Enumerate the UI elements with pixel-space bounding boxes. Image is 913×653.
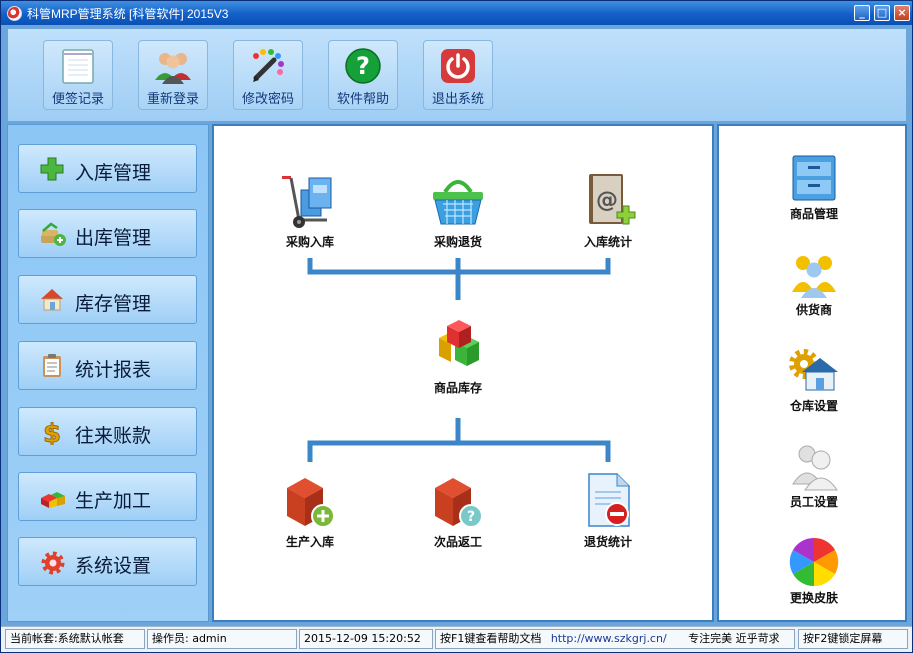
dollar-icon: $ [43, 419, 62, 445]
employee-icon [792, 445, 838, 491]
in-stats-label: 入库统计 [583, 235, 632, 249]
status-help: 按F1键查看帮助文档 http://www.szkgrj.cn/ 专注完美 近乎… [435, 629, 795, 649]
status-help-hint: 按F1键查看帮助文档 [440, 632, 542, 645]
nav-inventory[interactable]: 库存管理 [18, 275, 197, 324]
right-skin-item[interactable]: 更换皮肤 [759, 536, 869, 606]
status-bar: 当前帐套:系统默认帐套 操作员: admin 2015-12-09 15:20:… [1, 626, 912, 652]
right-warehouse-label: 仓库设置 [789, 399, 838, 413]
help-button[interactable]: ? 软件帮助 [328, 40, 398, 110]
defect-return-item[interactable]: ? 次品返工 [413, 470, 503, 550]
right-supplier-label: 供货商 [795, 303, 832, 317]
plus-icon [40, 157, 64, 181]
maximize-button[interactable]: □ [874, 5, 890, 21]
help-icon: ? [345, 48, 381, 84]
box-question-icon: ? [435, 478, 483, 528]
power-icon [441, 49, 475, 83]
status-operator: 操作员: admin [147, 629, 297, 649]
shopping-basket-icon [433, 180, 483, 225]
nav-settings-label: 系统设置 [75, 555, 152, 577]
clipboard-icon [43, 354, 61, 377]
goods-stock-label: 商品库存 [433, 381, 482, 395]
status-datetime: 2015-12-09 15:20:52 [299, 629, 433, 649]
box-plus-icon [287, 478, 335, 528]
nav-inventory-label: 库存管理 [75, 293, 152, 315]
notes-button[interactable]: 便签记录 [43, 40, 113, 110]
notepad-icon [62, 49, 94, 84]
color-wheel-icon [789, 537, 839, 587]
money-stack-icon [41, 222, 66, 246]
notes-label: 便签记录 [51, 92, 104, 107]
relogin-label: 重新登录 [146, 92, 199, 107]
nav-stock-in[interactable]: 入库管理 [18, 144, 197, 193]
goods-stock-item[interactable]: 商品库存 [413, 316, 503, 396]
purchase-in-item[interactable]: 采购入库 [265, 170, 355, 250]
svg-text:@: @ [596, 188, 618, 213]
hand-truck-icon [282, 176, 332, 228]
right-goods-item[interactable]: 商品管理 [759, 152, 869, 222]
colored-cubes-icon [41, 492, 65, 508]
warehouse-gear-icon [789, 349, 838, 391]
relogin-button[interactable]: 重新登录 [138, 40, 208, 110]
defect-return-label: 次品返工 [433, 535, 482, 549]
close-button[interactable]: × [894, 5, 910, 21]
minimize-button[interactable]: _ [854, 5, 870, 21]
nav-reports-label: 统计报表 [75, 359, 152, 381]
svg-text:?: ? [467, 509, 475, 525]
status-url-link[interactable]: http://www.szkgrj.cn/ [550, 632, 667, 645]
exit-label: 退出系统 [431, 92, 484, 107]
purchase-return-label: 采购退货 [433, 235, 482, 249]
address-book-icon: @ [589, 174, 636, 225]
nav-accounts[interactable]: $ 往来账款 [18, 407, 197, 456]
right-supplier-item[interactable]: 供货商 [759, 248, 869, 318]
purchase-in-label: 采购入库 [285, 235, 334, 249]
nav-accounts-label: 往来账款 [75, 425, 152, 447]
nav-settings[interactable]: 系统设置 [18, 537, 197, 586]
svg-text:$: $ [43, 419, 61, 445]
right-warehouse-item[interactable]: 仓库设置 [759, 344, 869, 414]
stacked-boxes-icon [439, 320, 479, 366]
flow-connectors [307, 258, 611, 462]
production-in-label: 生产入库 [285, 535, 334, 549]
right-employee-label: 员工设置 [789, 495, 838, 509]
right-panel: 商品管理 供货商 仓库设置 员工设置 更换皮肤 [717, 124, 907, 622]
window-title: 科管MRP管理系统 [科管软件] 2015V3 [27, 7, 229, 21]
house-icon [41, 289, 63, 311]
nav-stock-out-label: 出库管理 [75, 227, 152, 249]
return-stats-item[interactable]: 退货统计 [563, 470, 653, 550]
status-slogan: 专注完美 近乎苛求 [688, 632, 780, 645]
right-skin-label: 更换皮肤 [789, 591, 838, 605]
change-password-label: 修改密码 [241, 92, 294, 107]
exit-button[interactable]: 退出系统 [423, 40, 493, 110]
change-password-button[interactable]: 修改密码 [233, 40, 303, 110]
toolbar: 便签记录 重新登录 修改密码 ? 软件帮助 退出系统 [7, 28, 907, 122]
in-stats-item[interactable]: @ 入库统计 [563, 170, 653, 250]
status-account: 当前帐套:系统默认帐套 [5, 629, 145, 649]
nav-stock-out[interactable]: 出库管理 [18, 209, 197, 258]
gear-icon [41, 551, 65, 575]
production-in-item[interactable]: 生产入库 [265, 470, 355, 550]
pencil-palette-icon [253, 49, 284, 82]
return-stats-label: 退货统计 [583, 535, 632, 549]
document-minus-icon [588, 473, 630, 527]
nav-reports[interactable]: 统计报表 [18, 341, 197, 390]
svg-text:?: ? [356, 52, 370, 80]
workflow-panel: 采购入库 采购退货 @ 入库统计 商品库存 生产入库 ? 次品返工 退货统计 [212, 124, 714, 622]
nav-production-label: 生产加工 [75, 490, 152, 512]
right-goods-label: 商品管理 [789, 207, 838, 221]
nav-production[interactable]: 生产加工 [18, 472, 197, 521]
nav-stock-in-label: 入库管理 [75, 162, 152, 184]
users-icon [155, 53, 191, 84]
purchase-return-item[interactable]: 采购退货 [413, 170, 503, 250]
suppliers-icon [792, 256, 836, 298]
status-lock-hint: 按F2键锁定屏幕 [798, 629, 908, 649]
right-employee-item[interactable]: 员工设置 [759, 440, 869, 510]
help-label: 软件帮助 [336, 92, 389, 107]
title-bar[interactable]: 科管MRP管理系统 [科管软件] 2015V3 _ □ × [1, 1, 912, 25]
left-nav: 入库管理 出库管理 库存管理 统计报表 $ 往来账款 生产加工 系统设置 [7, 124, 209, 622]
cabinet-icon [792, 155, 836, 201]
app-logo-icon [7, 6, 22, 21]
